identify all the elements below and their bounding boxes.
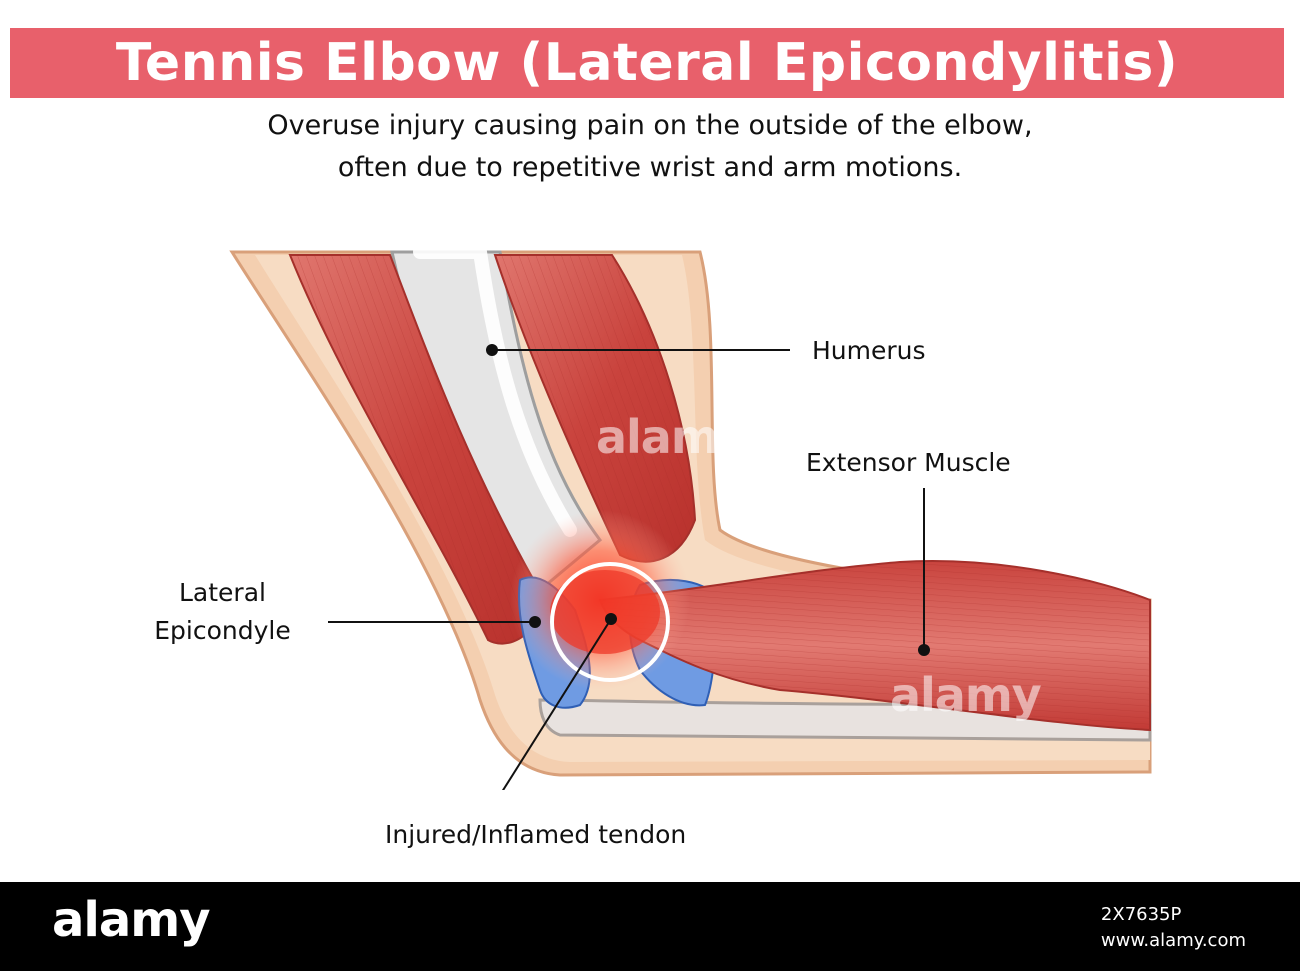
footer-bar: alamy 2X7635P www.alamy.com [0, 882, 1300, 971]
tendon-callout-line [501, 618, 612, 790]
elbow-anatomy-illustration [229, 245, 1152, 790]
humerus-callout-dot [486, 344, 498, 356]
label-lateral-epicondyle: Lateral Epicondyle [150, 578, 295, 646]
extensor-callout-dot [918, 644, 930, 656]
epicondyle-callout-dot [529, 616, 541, 628]
title-banner: Tennis Elbow (Lateral Epicondylitis) [10, 28, 1284, 98]
label-injured-tendon: Injured/Inflamed tendon [385, 820, 687, 849]
footer-site: www.alamy.com [1100, 930, 1246, 951]
label-lateral-epicondyle-line2: Epicondyle [154, 616, 291, 645]
page-title: Tennis Elbow (Lateral Epicondylitis) [115, 33, 1179, 93]
subtitle-line-1: Overuse injury causing pain on the outsi… [267, 110, 1033, 141]
footer-image-info: 2X7635P www.alamy.com [1101, 902, 1246, 954]
footer-image-id: 2X7635P [1100, 904, 1182, 925]
tendon-callout-dot [605, 613, 617, 625]
footer-logo: alamy [52, 892, 211, 948]
label-humerus: Humerus [812, 336, 926, 365]
subtitle-line-2: often due to repetitive wrist and arm mo… [337, 152, 963, 183]
injury-highlight-circle [550, 562, 670, 682]
label-extensor-muscle: Extensor Muscle [806, 448, 1011, 477]
label-lateral-epicondyle-line1: Lateral [179, 578, 266, 607]
